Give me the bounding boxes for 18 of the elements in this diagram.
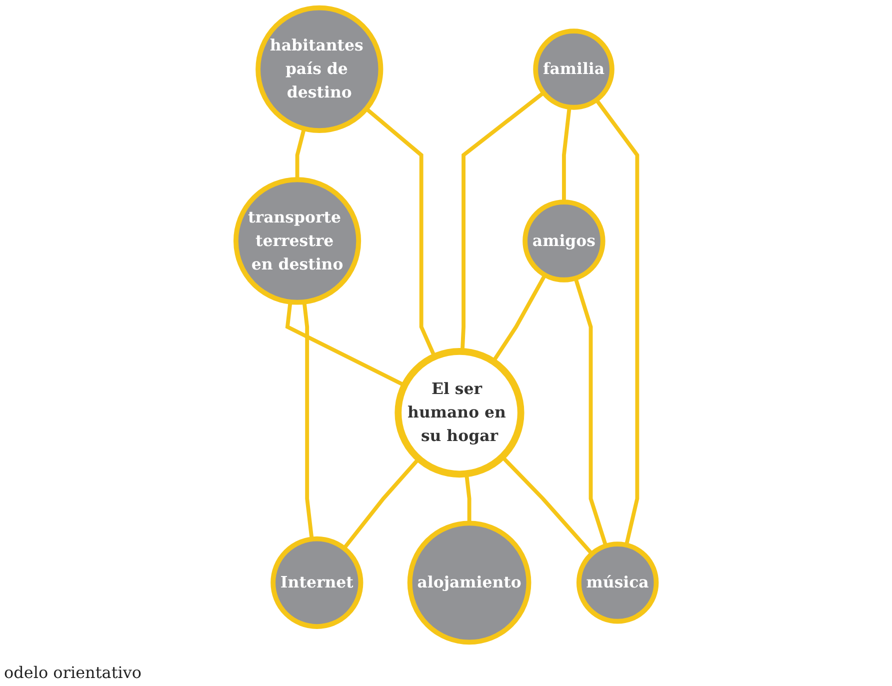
node-circle: alojamiento bbox=[407, 520, 532, 645]
connector bbox=[364, 107, 436, 358]
connector bbox=[295, 128, 306, 180]
node-circle: habitantes país de destino bbox=[256, 5, 384, 134]
connector bbox=[574, 278, 608, 546]
connector bbox=[500, 455, 594, 556]
node-circle: familia bbox=[533, 28, 614, 110]
connector bbox=[285, 302, 406, 388]
note-text: odelo orientativo bbox=[4, 663, 142, 682]
node-circle: El ser humano en su hogar bbox=[394, 348, 524, 478]
node-circle: amigos bbox=[522, 200, 606, 282]
node-circle: música bbox=[576, 542, 659, 624]
connector bbox=[562, 106, 572, 202]
node-circle: Internet bbox=[270, 536, 364, 629]
connector bbox=[492, 274, 547, 363]
connector bbox=[594, 98, 640, 546]
node-circle: transporte terrestre en destino bbox=[233, 177, 361, 305]
connector bbox=[302, 302, 314, 540]
